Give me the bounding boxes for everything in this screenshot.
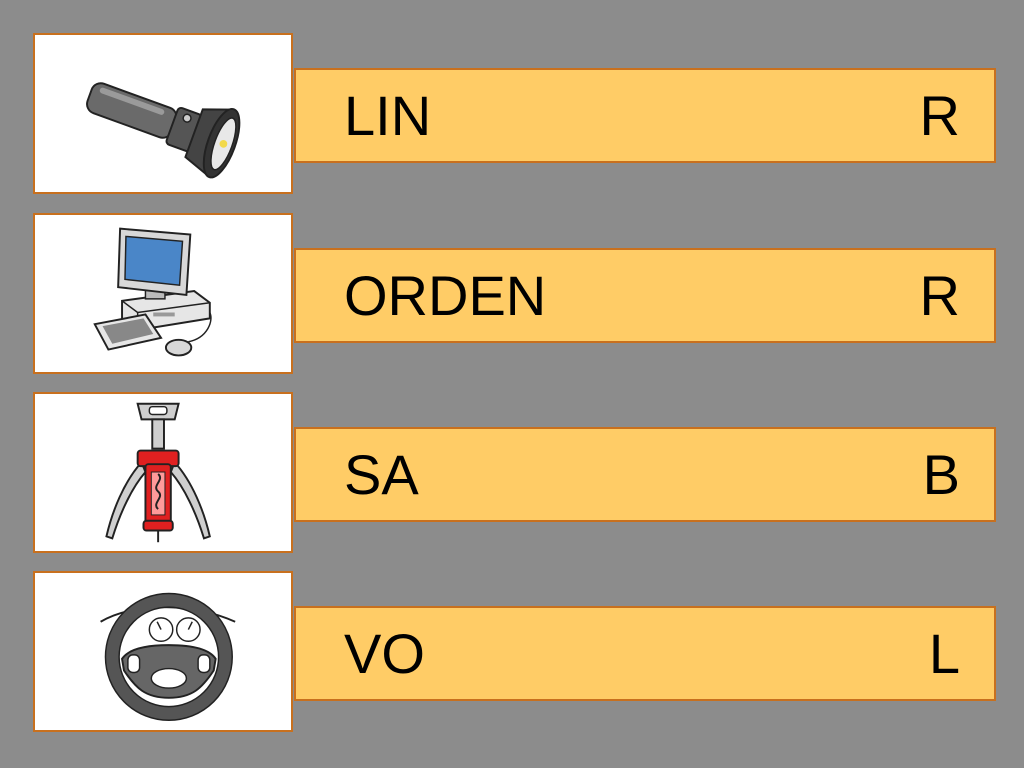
word-fragment: ORDEN (344, 263, 547, 327)
corkscrew-icon (105, 402, 211, 543)
picture-card-corkscrew (33, 392, 293, 553)
missing-letter: R (919, 83, 960, 147)
missing-letter: L (928, 621, 960, 685)
word-bar-1: LIN R (294, 68, 996, 163)
missing-letter: B (922, 442, 960, 506)
computer-icon (93, 227, 212, 357)
missing-letter: R (919, 263, 960, 327)
word-fragment: VO (344, 621, 425, 685)
word-bar-2: ORDEN R (294, 248, 996, 343)
picture-card-steering-wheel (33, 571, 293, 732)
word-bar-4: VO L (294, 606, 996, 701)
steering-wheel-icon (100, 592, 236, 721)
word-fragment: LIN (344, 83, 432, 147)
flashlight-icon (86, 82, 241, 179)
picture-card-computer (33, 213, 293, 374)
picture-card-flashlight (33, 33, 293, 194)
word-bar-3: SA B (294, 427, 996, 522)
word-fragment: SA (344, 442, 419, 506)
